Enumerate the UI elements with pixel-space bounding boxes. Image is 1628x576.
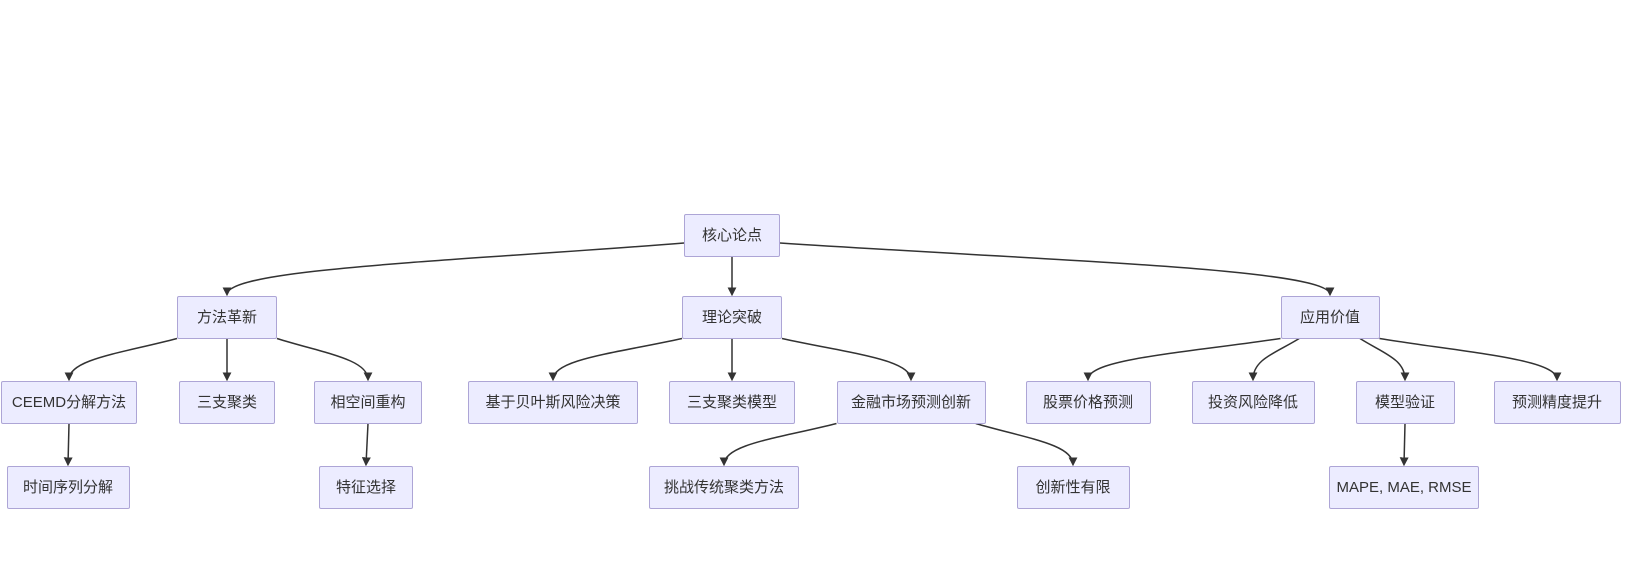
- edge-method-to-phase-space: [276, 337, 373, 382]
- node-ts-decomp: 时间序列分解: [6, 465, 130, 509]
- node-application: 应用价值: [1280, 295, 1380, 339]
- node-label: 投资风险降低: [1207, 393, 1298, 411]
- node-label: 金融市场预测创新: [850, 393, 971, 411]
- node-phase-space: 相空间重构: [314, 380, 422, 424]
- node-challenge: 挑战传统聚类方法: [649, 465, 799, 509]
- node-three-way-model: 三支聚类模型: [669, 380, 795, 424]
- node-method: 方法革新: [177, 295, 277, 339]
- node-fin-innovation: 金融市场预测创新: [836, 380, 986, 424]
- node-label: 时间序列分解: [22, 478, 113, 496]
- edge-application-to-risk-reduce: [1248, 337, 1300, 382]
- node-label: 基于贝叶斯风险决策: [485, 393, 621, 411]
- node-label: 理论突破: [701, 308, 762, 326]
- node-accuracy: 预测精度提升: [1493, 380, 1621, 424]
- node-label: 股票价格预测: [1042, 393, 1133, 411]
- node-label: 模型验证: [1374, 393, 1435, 411]
- node-limited: 创新性有限: [1016, 465, 1130, 509]
- node-bayes-risk: 基于贝叶斯风险决策: [468, 380, 638, 424]
- node-label: 方法革新: [196, 308, 257, 326]
- node-root: 核心论点: [684, 213, 780, 257]
- node-metrics: MAPE, MAE, RMSE: [1329, 465, 1479, 509]
- edge-application-to-model-valid: [1359, 337, 1410, 382]
- edge-phase-space-to-feature-select: [361, 423, 371, 467]
- node-model-valid: 模型验证: [1355, 380, 1455, 424]
- edge-ceemd-to-ts-decomp: [63, 423, 73, 467]
- node-label: CEEMD分解方法: [11, 393, 127, 411]
- edge-application-to-accuracy: [1379, 337, 1562, 382]
- edge-root-to-application: [779, 242, 1335, 297]
- node-label: 相空间重构: [330, 393, 406, 411]
- edge-theory-to-fin-innovation: [781, 337, 916, 382]
- edge-application-to-stock-predict: [1083, 337, 1281, 382]
- node-ceemd: CEEMD分解方法: [1, 380, 137, 424]
- node-label: 三支聚类: [196, 393, 257, 411]
- node-stock-predict: 股票价格预测: [1025, 380, 1151, 424]
- edge-root-to-method: [222, 242, 685, 297]
- node-risk-reduce: 投资风险降低: [1191, 380, 1315, 424]
- node-feature-select: 特征选择: [319, 465, 413, 509]
- node-label: MAPE, MAE, RMSE: [1336, 478, 1472, 496]
- node-label: 三支聚类模型: [686, 393, 777, 411]
- node-label: 预测精度提升: [1511, 393, 1602, 411]
- node-label: 创新性有限: [1035, 478, 1111, 496]
- edge-theory-to-bayes-risk: [548, 337, 683, 382]
- edge-fin-innovation-to-challenge: [719, 422, 837, 467]
- node-label: 特征选择: [335, 478, 396, 496]
- node-three-way: 三支聚类: [179, 380, 275, 424]
- edge-model-valid-to-metrics: [1399, 423, 1409, 467]
- node-label: 核心论点: [701, 226, 762, 244]
- edge-fin-innovation-to-limited: [975, 422, 1078, 467]
- node-label: 应用价值: [1299, 308, 1360, 326]
- node-label: 挑战传统聚类方法: [663, 478, 784, 496]
- edge-method-to-ceemd: [64, 337, 178, 382]
- node-theory: 理论突破: [682, 295, 782, 339]
